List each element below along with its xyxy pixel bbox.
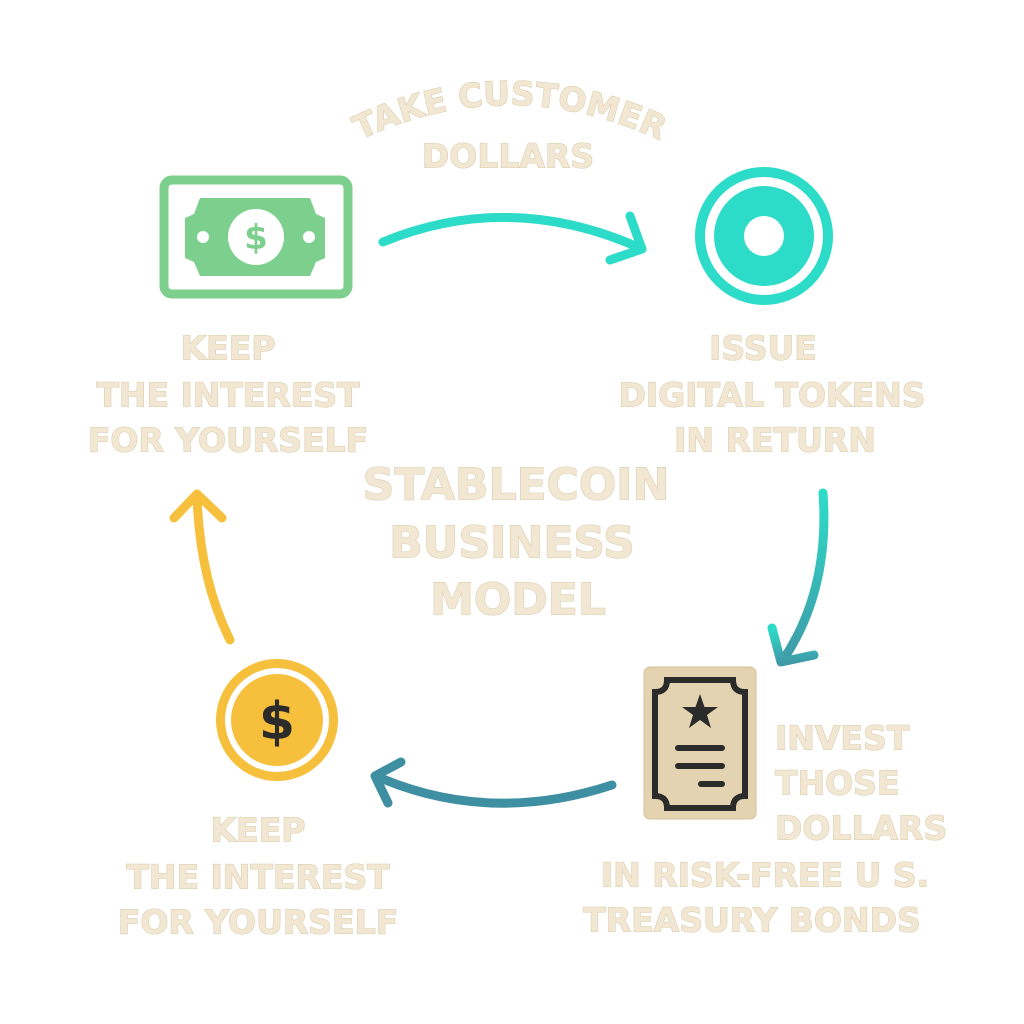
step-issue-label-line3: IN RETURN [674, 421, 876, 460]
step-keep-top-label-line3: FOR YOURSELF [88, 421, 368, 460]
diagram-title-line1: STABLECOIN [363, 460, 670, 511]
arrow-keep-to-take [169, 489, 235, 645]
step-invest-label-line2: THOSE [775, 764, 900, 803]
token-icon [695, 167, 833, 305]
step-take-label-line2: DOLLARS [422, 137, 594, 176]
svg-text:$: $ [244, 218, 268, 258]
step-issue-label-line1: ISSUE [709, 329, 817, 368]
step-keep-top-label-line1: KEEP [181, 329, 276, 368]
step-keep-bottom-label-line1: KEEP [211, 811, 306, 850]
arrow-issue-to-invest [767, 488, 829, 667]
step-keep-top-label-line2: THE INTEREST [96, 376, 360, 415]
step-invest-label-line1: INVEST [775, 719, 910, 758]
diagram-title-line2: BUSINESS [389, 518, 635, 569]
arrow-take-to-issue [378, 211, 647, 265]
diagram-title-line3: MODEL [430, 575, 606, 626]
step-invest-label-line3: DOLLARS [775, 809, 947, 848]
treasury-bond-icon [643, 666, 757, 820]
step-invest-label-line5: TREASURY BONDS [583, 901, 921, 940]
svg-text:$: $ [259, 692, 295, 752]
step-keep-bottom-label-line3: FOR YOURSELF [118, 903, 398, 942]
cash-bill-icon: $ [159, 175, 353, 299]
dollar-coin-icon: $ [216, 659, 338, 781]
step-issue-label-line2: DIGITAL TOKENS [618, 376, 925, 415]
step-keep-bottom-label-line2: THE INTEREST [126, 858, 390, 897]
step-invest-label-line4: IN RISK-FREE U S. [601, 856, 929, 895]
arrow-invest-to-keep [370, 757, 617, 808]
